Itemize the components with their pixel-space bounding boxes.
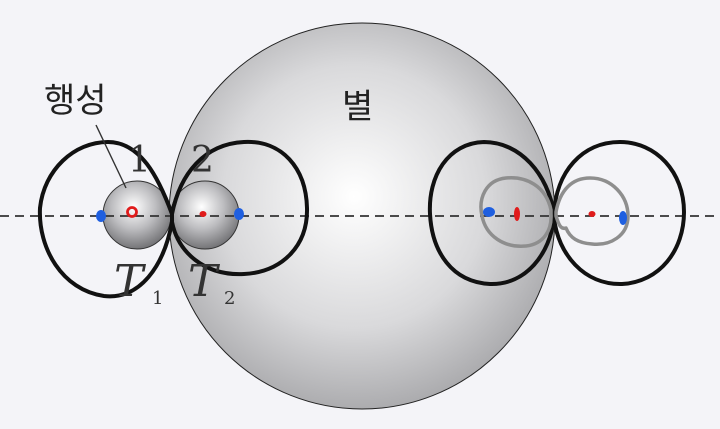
center-mark-right-a	[514, 207, 520, 221]
bulge-mark-planet1	[96, 210, 106, 222]
planet1-number-label: 1	[128, 140, 151, 181]
planet-label-pointer	[96, 125, 126, 188]
planet-label: 행성	[44, 81, 107, 121]
t1-subscript: 1	[152, 288, 163, 309]
t2-subscript: 2	[224, 288, 235, 309]
bulge-mark-planet2	[234, 208, 244, 220]
lobe-right-far-side	[554, 142, 684, 284]
t2-label: T	[188, 256, 221, 307]
center-mark-right-b	[589, 211, 596, 217]
t1-label: T	[114, 256, 147, 307]
center-mark-planet2	[200, 211, 207, 217]
bulge-mark-right-a	[483, 207, 495, 217]
planet2-number-label: 2	[191, 140, 214, 181]
bulge-mark-right-b	[619, 211, 627, 225]
star-label: 별	[342, 87, 373, 127]
